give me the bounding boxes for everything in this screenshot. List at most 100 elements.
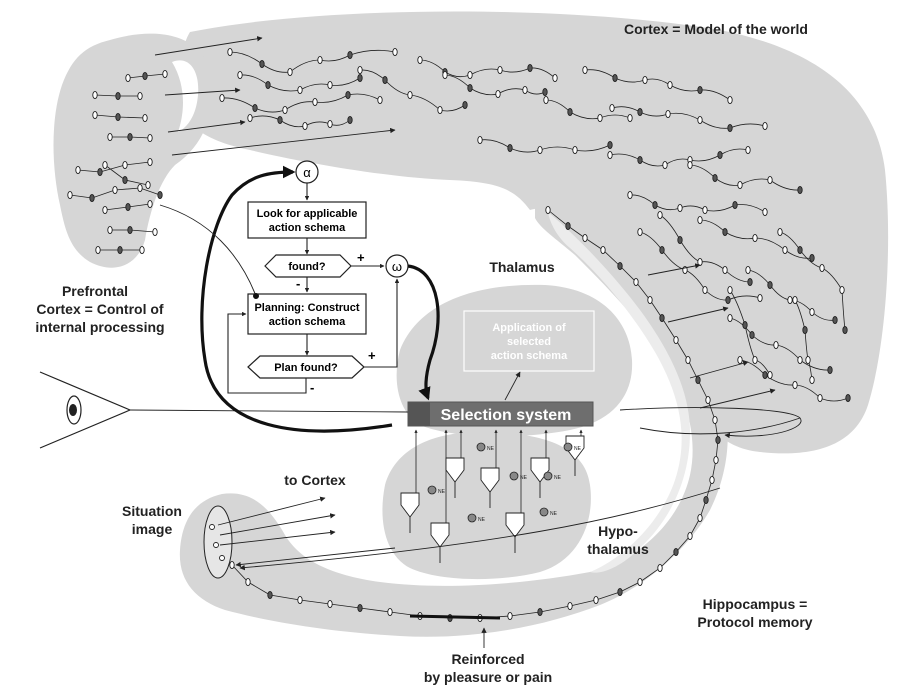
neuron-node (407, 90, 413, 100)
separator-gap (172, 60, 199, 132)
neuron-node (75, 165, 81, 175)
neuron-node (659, 313, 665, 323)
neuron-node (545, 205, 551, 215)
planning-box (247, 293, 367, 335)
neuron-node (797, 355, 803, 365)
neuron-node (832, 315, 838, 325)
neuron-node (637, 577, 643, 587)
neuron-node (92, 90, 98, 100)
neuron-node (97, 167, 103, 177)
neuron-node (317, 55, 323, 65)
prefrontal-label-1: Prefrontal (62, 283, 128, 299)
neuron-node (673, 335, 679, 345)
neuron-node (267, 590, 273, 600)
ne-marker (467, 513, 477, 523)
neuron-node (287, 67, 293, 77)
neuron-node (567, 601, 573, 611)
to-cortex-label: to Cortex (284, 472, 346, 488)
neuron-node (162, 69, 168, 79)
neuron-node (617, 587, 623, 597)
neuron-node (657, 563, 663, 573)
hippo-cortex-arrow-4 (699, 388, 776, 409)
neuron-node (762, 207, 768, 217)
neuron-node (127, 225, 133, 235)
situation-arrow-2 (219, 513, 336, 536)
neuron-node (792, 380, 798, 390)
reinforced-label-2: by pleasure or pain (424, 669, 552, 685)
neuron-node (617, 261, 623, 271)
neuron-node (522, 85, 528, 95)
selection-output-line-2 (639, 417, 801, 435)
neuron-node (637, 107, 643, 117)
eye-to-selection-line (129, 409, 409, 413)
neuron-node (732, 200, 738, 210)
neuron-node (607, 140, 613, 150)
neuron-node (727, 123, 733, 133)
neuron-node (697, 513, 703, 523)
neuron-node (107, 225, 113, 235)
plan-found-label: Plan found? (274, 362, 338, 374)
neuron-node (495, 89, 501, 99)
neuron-node (572, 145, 578, 155)
neuron-node (382, 75, 388, 85)
look-line-2: action schema (269, 222, 346, 234)
neuron-node (552, 73, 558, 83)
neuron-node (297, 595, 303, 605)
neuron-node (95, 245, 101, 255)
neuron-node (737, 180, 743, 190)
ne-label: NE (550, 511, 558, 517)
neuron-node (467, 83, 473, 93)
neuron-node (219, 93, 225, 103)
selection-to-application-arrow (504, 371, 521, 401)
hypothalamus-label-1: Hypo- (598, 523, 638, 539)
neuron-node (697, 257, 703, 267)
ne-marker (509, 471, 519, 481)
application-box: Application of selected action schema (463, 310, 595, 372)
neuron-node (147, 133, 153, 143)
neuron-node (527, 63, 533, 73)
neuron-node (345, 90, 351, 100)
neuron-node (773, 340, 779, 350)
neuron-node (705, 395, 711, 405)
situation-image (203, 505, 233, 579)
cortex-neuron-network (219, 47, 851, 403)
found-plus: + (357, 250, 365, 265)
neuron-node (722, 227, 728, 237)
neuron-node (437, 105, 443, 115)
neuron-node (715, 435, 721, 445)
neuron-node (642, 75, 648, 85)
neuron-node (747, 277, 753, 287)
neuron-node (665, 109, 671, 119)
neuron-node (659, 245, 665, 255)
hippocampus-inner-gap (548, 212, 690, 573)
neuron-node (115, 112, 121, 122)
hippocampus-label-2: Protocol memory (697, 614, 812, 630)
neuron-node (805, 355, 811, 365)
neuron-node (809, 375, 815, 385)
ne-marker (543, 471, 553, 481)
found-label: found? (288, 261, 326, 273)
neuron-node (442, 70, 448, 80)
neuron-node (777, 227, 783, 237)
ne-label: NE (574, 446, 582, 452)
neuron-node (609, 103, 615, 113)
neuron-node (787, 295, 793, 305)
neuron-node (712, 415, 718, 425)
neuron-node (102, 160, 108, 170)
neuron-node (387, 607, 393, 617)
neuron-node (259, 59, 265, 69)
neuron-node (637, 227, 643, 237)
neuron-node (145, 180, 151, 190)
neuron-node (752, 233, 758, 243)
neuron-node (125, 202, 131, 212)
neuron-node (792, 295, 798, 305)
neuron-node (543, 95, 549, 105)
neuron-node (702, 285, 708, 295)
neuron-node (112, 185, 118, 195)
neuron-node (697, 215, 703, 225)
neuron-node (845, 393, 851, 403)
plan-found-plus: + (368, 348, 376, 363)
pfc-cortex-arrow-3 (167, 119, 246, 133)
neuron-node (142, 71, 148, 81)
hippo-cortex-arrow-3 (689, 360, 749, 379)
